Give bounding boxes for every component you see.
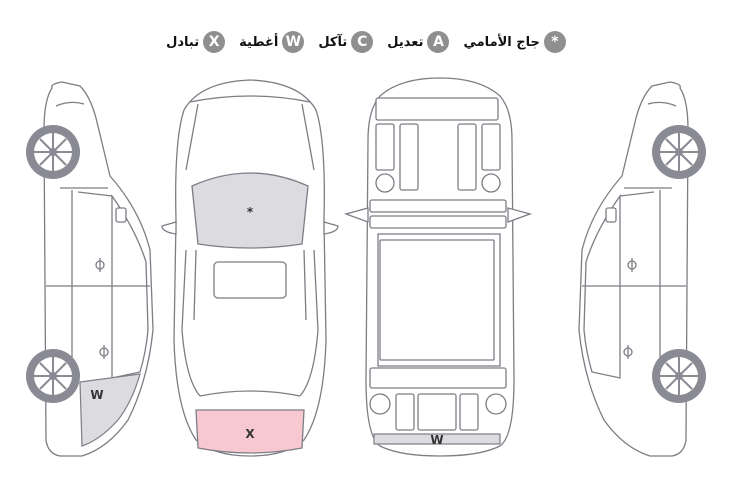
top-view: * X: [161, 79, 339, 457]
left-rear-door-marker: W: [90, 388, 103, 402]
asterisk-badge-icon: *: [543, 31, 566, 53]
left-rear-wheel-icon: [26, 349, 80, 403]
rear-bumper-marker: W: [430, 433, 443, 447]
left-front-wheel-icon: [26, 125, 80, 179]
legend-item-replacement: X تبادل: [166, 31, 226, 53]
legend-item-covers: W أغطية: [239, 31, 305, 53]
legend-item-windshield: * جاج الأمامي: [463, 31, 566, 53]
x-badge-icon: X: [203, 31, 226, 53]
underbody-view: W: [343, 77, 533, 457]
legend-label: جاج الأمامي: [463, 34, 540, 50]
legend-label: تآكل: [318, 34, 348, 50]
left-side-view: W: [26, 81, 154, 457]
a-badge-icon: A: [427, 31, 450, 53]
left-rear-door-damage: [79, 373, 141, 447]
rear-bumper-damage: [373, 433, 501, 445]
c-badge-icon: C: [351, 31, 374, 53]
w-badge-icon: W: [282, 31, 305, 53]
front-bumper-damage: [195, 409, 305, 454]
windshield-damage: [191, 172, 309, 249]
legend-label: تعديل: [387, 34, 424, 50]
windshield-marker: *: [247, 205, 254, 219]
right-side-view: [578, 81, 706, 457]
right-front-wheel-icon: [652, 125, 706, 179]
front-bumper-marker: X: [245, 427, 255, 441]
legend-label: أغطية: [239, 34, 279, 50]
legend-label: تبادل: [166, 34, 200, 50]
right-rear-wheel-icon: [652, 349, 706, 403]
legend-item-corrosion: C تآكل: [318, 31, 374, 53]
legend-item-modification: A تعديل: [387, 31, 450, 53]
damage-legend: * جاج الأمامي A تعديل C تآكل W أغطية X ت…: [0, 28, 732, 56]
